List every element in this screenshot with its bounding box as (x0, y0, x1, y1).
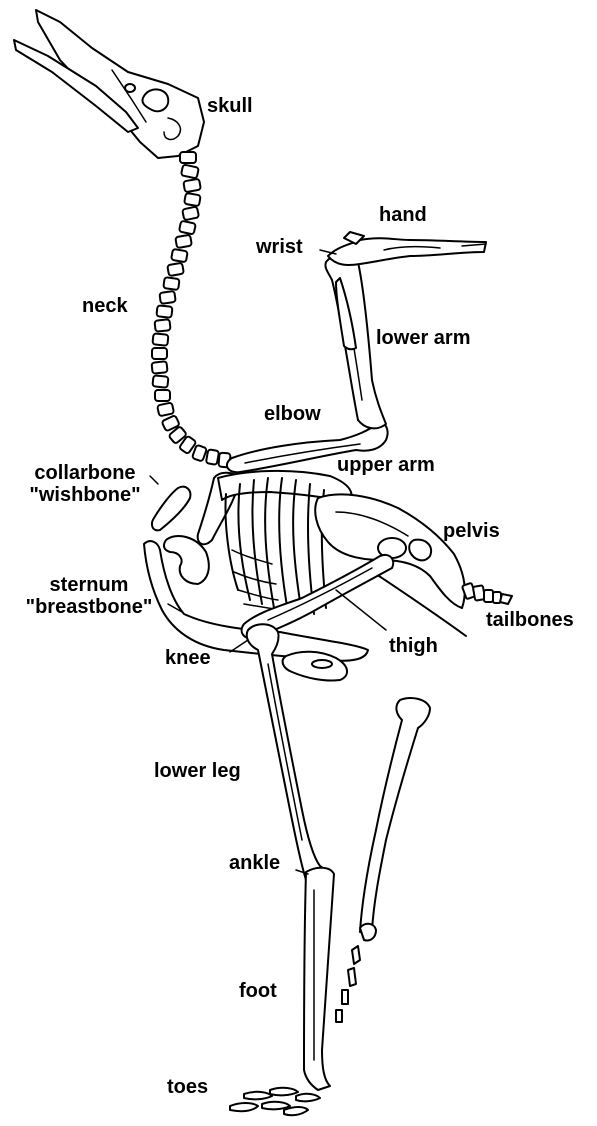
neck-vertebrae (152, 152, 231, 467)
label-knee: knee (165, 647, 211, 669)
label-upper-arm: upper arm (337, 454, 435, 476)
toes-bones (230, 1088, 320, 1115)
tailbones (462, 583, 512, 604)
hand-bone (328, 232, 486, 265)
second-leg-bone (336, 698, 430, 1022)
label-pelvis: pelvis (443, 520, 500, 542)
label-thigh: thigh (389, 635, 438, 657)
label-sternum-line2: "breastbone" (10, 596, 168, 618)
label-ankle: ankle (229, 852, 280, 874)
skull-bone (14, 10, 204, 158)
label-lower-arm: lower arm (376, 327, 470, 349)
label-skull: skull (207, 95, 253, 117)
label-toes: toes (167, 1076, 208, 1098)
label-collarbone-line1: collarbone (4, 462, 166, 484)
foot-bone (304, 868, 334, 1090)
label-elbow: elbow (264, 403, 321, 425)
label-lower-leg: lower leg (154, 760, 241, 782)
label-wrist: wrist (256, 236, 303, 258)
label-sternum: sternum "breastbone" (10, 574, 168, 618)
label-hand: hand (379, 204, 427, 226)
label-tailbones: tailbones (486, 609, 574, 631)
label-sternum-line1: sternum (10, 574, 168, 596)
thigh-leader-line (336, 590, 386, 630)
label-foot: foot (239, 980, 277, 1002)
label-collarbone: collarbone "wishbone" (4, 462, 166, 506)
label-collarbone-line2: "wishbone" (4, 484, 166, 506)
label-neck: neck (82, 295, 128, 317)
